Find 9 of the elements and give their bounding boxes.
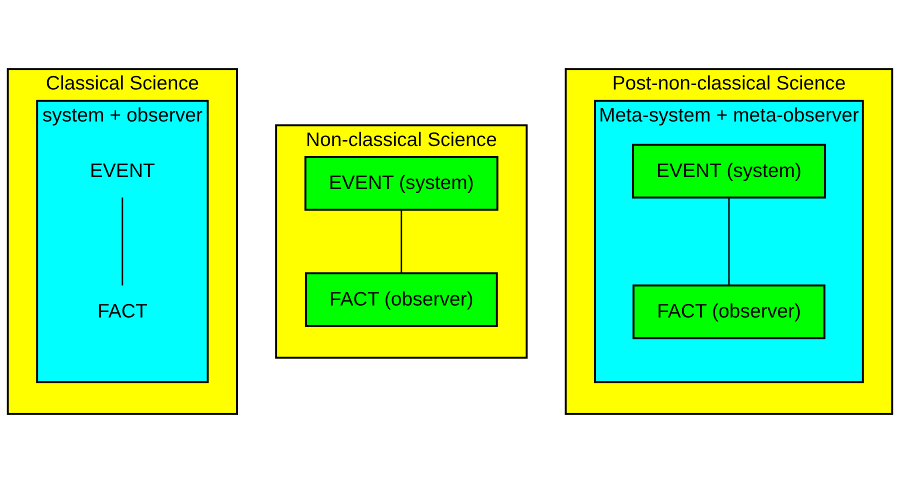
connector <box>400 210 402 274</box>
node-box: EVENT (system) <box>632 144 826 199</box>
node-text: FACT <box>97 301 148 323</box>
node-text: EVENT <box>90 160 155 182</box>
node-box: FACT (observer) <box>632 284 826 340</box>
node-box: FACT (observer) <box>304 272 498 327</box>
connector <box>122 198 124 286</box>
node-box: EVENT (system) <box>304 156 498 211</box>
connector <box>728 198 730 286</box>
